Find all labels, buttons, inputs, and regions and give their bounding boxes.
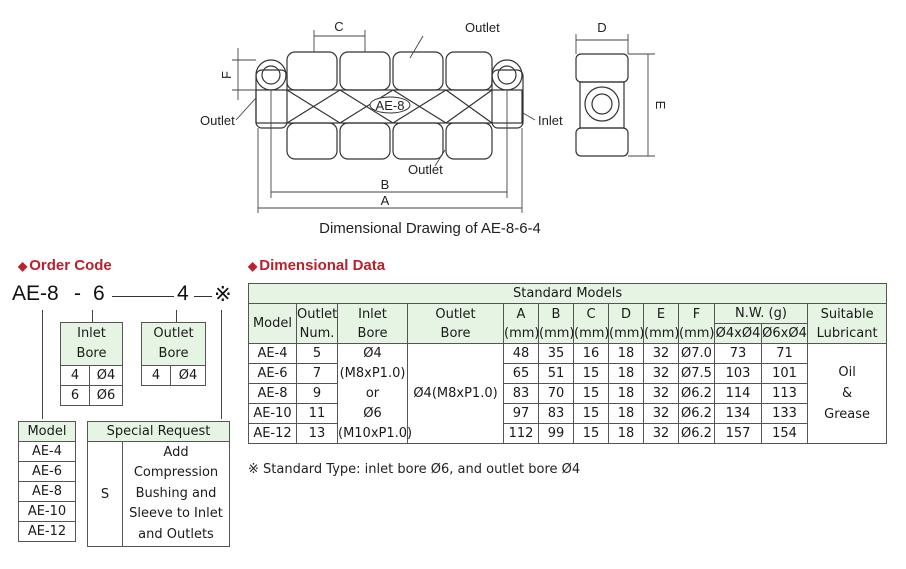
col-a: A(mm) bbox=[503, 303, 539, 344]
table-row: AE-6 7 (M8xP1.0) 65 51 15 18 32 Ø7.5 103… bbox=[248, 363, 887, 384]
col-f: F(mm) bbox=[678, 303, 715, 344]
right-port-circle bbox=[491, 59, 523, 91]
table-row: AE-6 bbox=[18, 461, 76, 482]
table-row: AE-4 5 Ø4 Ø4(M8xP1.0) 48 35 16 18 32 Ø7.… bbox=[248, 343, 888, 444]
table-row: AE-12 bbox=[18, 521, 76, 542]
model-tag bbox=[369, 96, 411, 114]
table-row: AE-8 9 or 83 70 15 18 32 Ø6.2 114 113 bbox=[248, 383, 887, 404]
order-code-model: AE-8 bbox=[12, 282, 59, 305]
special-request-header: Special Request bbox=[87, 421, 230, 442]
dim-a-label: A bbox=[381, 193, 390, 208]
outlet-block-top-3 bbox=[392, 51, 444, 91]
table-row: 4 Ø4 bbox=[60, 365, 123, 386]
table-row: AE-10 11 Ø6 97 83 15 18 32 Ø6.2 134 133 bbox=[248, 403, 887, 424]
outlet-block-top-1 bbox=[286, 51, 338, 91]
side-view-top bbox=[575, 53, 629, 83]
table-row: AE-4 bbox=[18, 441, 76, 462]
special-request-code: S bbox=[87, 441, 123, 547]
diamond-icon: ◆ bbox=[18, 259, 28, 273]
diamond-icon: ◆ bbox=[248, 259, 258, 273]
table-row: AE-12 13 (M10xP1.0) 112 99 15 18 32 Ø6.2… bbox=[248, 423, 887, 444]
outlet-block-bottom-4 bbox=[445, 122, 493, 160]
order-code-special: ※ bbox=[214, 283, 232, 306]
dim-b-label: B bbox=[381, 177, 390, 192]
special-connector-line bbox=[221, 310, 222, 419]
outlet-block-bottom-2 bbox=[339, 122, 391, 160]
order-code-connector-1 bbox=[112, 296, 174, 297]
order-code-string: AE-8 - 6 4 ※ bbox=[12, 282, 242, 312]
table-row: AE-10 bbox=[18, 501, 76, 522]
outlet-top-label: Outlet bbox=[465, 20, 500, 35]
outlet-bore-value: Ø4(M8xP1.0) bbox=[407, 343, 504, 444]
outlet-bottom-label: Outlet bbox=[408, 162, 443, 177]
standard-models-header: Standard Models bbox=[247, 283, 888, 304]
drawing-caption: Dimensional Drawing of AE-8-6-4 bbox=[319, 220, 541, 237]
side-view-bottom bbox=[575, 127, 629, 157]
order-code-outlet: 4 bbox=[177, 282, 189, 305]
dim-c-label: C bbox=[334, 19, 343, 34]
side-view-port bbox=[584, 86, 620, 122]
col-model: Model bbox=[248, 303, 297, 344]
dimensional-data-title: ◆Dimensional Data bbox=[248, 257, 386, 274]
outlet-block-bottom-1 bbox=[286, 122, 338, 160]
left-end-cap bbox=[255, 69, 288, 129]
model-table-header: Model bbox=[18, 421, 76, 442]
special-request-table: Special Request S Add Compression Bushin… bbox=[87, 421, 230, 547]
side-view-bore bbox=[591, 93, 613, 115]
col-nw-6x4: Ø6xØ4 bbox=[761, 323, 808, 344]
order-code-connector-2 bbox=[194, 296, 212, 297]
col-e: E(mm) bbox=[643, 303, 679, 344]
table-row: 6 Ø6 bbox=[60, 385, 123, 406]
col-b: B(mm) bbox=[538, 303, 574, 344]
model-tag-label: AE-8 bbox=[376, 98, 405, 113]
dim-d-label: D bbox=[597, 20, 606, 35]
outlet-connector-line bbox=[176, 310, 177, 322]
standard-type-footnote: ※ Standard Type: inlet bore Ø6, and outl… bbox=[248, 462, 581, 477]
lubricant-value: Oil & Grease bbox=[806, 343, 888, 444]
inlet-connector-line bbox=[92, 310, 93, 322]
col-nw: N.W. (g) bbox=[714, 303, 808, 324]
dimensional-drawing: AE-8 C D F E B A Outlet Outlet Outlet In… bbox=[200, 19, 668, 213]
outlet-left-label: Outlet bbox=[200, 113, 235, 128]
dim-e-label: E bbox=[653, 101, 668, 110]
table-row: 4 Ø4 bbox=[141, 365, 206, 386]
special-request-desc: Add Compression Bushing and Sleeve to In… bbox=[122, 441, 230, 547]
outlet-block-top-2 bbox=[339, 51, 391, 91]
left-port-circle bbox=[255, 59, 287, 91]
model-table: Model AE-4 AE-6 AE-8 AE-10 AE-12 bbox=[18, 421, 76, 542]
order-code-inlet: 6 bbox=[93, 282, 105, 305]
table-row: AE-8 bbox=[18, 481, 76, 502]
col-d: D(mm) bbox=[608, 303, 644, 344]
left-port-bore bbox=[261, 65, 281, 85]
order-code-title: ◆Order Code bbox=[18, 257, 112, 274]
order-code-dash: - bbox=[74, 282, 81, 305]
model-connector-line bbox=[42, 310, 43, 419]
col-nw-4x4: Ø4xØ4 bbox=[714, 323, 762, 344]
right-port-bore bbox=[497, 65, 517, 85]
col-c: C(mm) bbox=[573, 303, 609, 344]
table-row: S Add Compression Bushing and Sleeve to … bbox=[87, 441, 230, 547]
outlet-block-bottom-3 bbox=[392, 122, 444, 160]
inlet-label: Inlet bbox=[538, 113, 563, 128]
right-end-cap bbox=[491, 69, 524, 129]
dim-f-label: F bbox=[219, 71, 234, 79]
outlet-block-top-4 bbox=[445, 51, 493, 91]
